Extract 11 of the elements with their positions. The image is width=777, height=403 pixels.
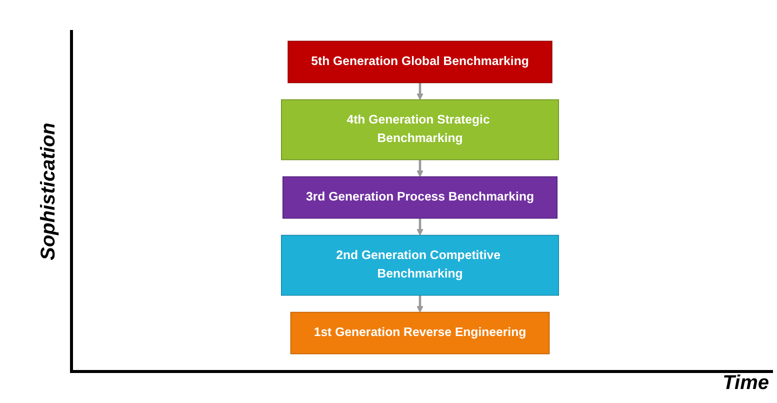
node-box: 1st Generation Reverse Engineering <box>290 312 550 354</box>
node-box: 2nd Generation Competitive Benchmarking <box>281 234 559 296</box>
arrow <box>416 160 424 178</box>
arrow <box>416 295 424 313</box>
node-box: 4th Generation Strategic Benchmarking <box>281 99 559 160</box>
node-box: 3rd Generation Process Benchmarking <box>282 176 558 219</box>
axis-label: Time <box>722 372 769 395</box>
arrow <box>416 82 424 100</box>
arrow <box>416 218 424 236</box>
axis-label: Sophistication <box>37 122 60 260</box>
node-box: 5th Generation Global Benchmarking <box>288 40 552 84</box>
